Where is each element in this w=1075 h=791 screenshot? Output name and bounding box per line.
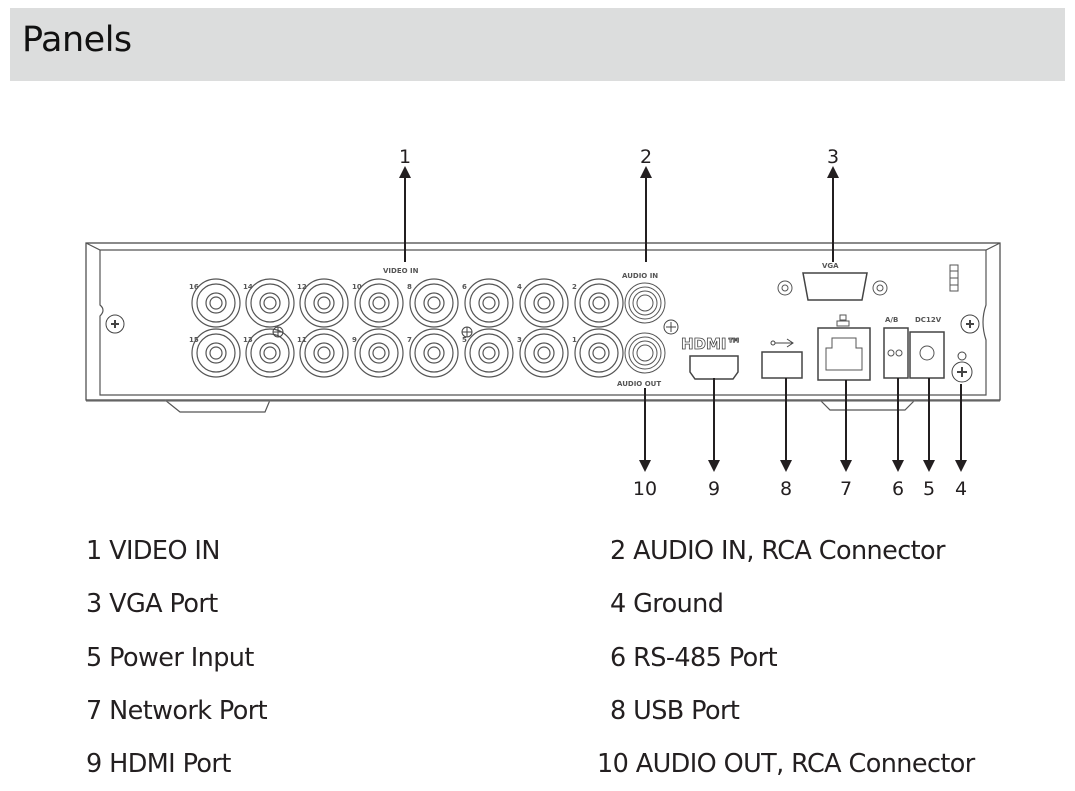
callout-number: 10 (633, 478, 657, 500)
bnc-connector: 14 (243, 278, 295, 328)
channel-number: 9 (352, 336, 357, 344)
audio-out-rca-connector (624, 332, 666, 374)
page-title: Panels (22, 20, 132, 60)
rs485-port (883, 327, 909, 379)
legend-item: 8 USB Port (610, 696, 740, 726)
callout-number: 8 (780, 478, 792, 500)
network-port (817, 327, 871, 381)
channel-number: 2 (572, 283, 577, 291)
channel-number: 7 (407, 336, 412, 344)
callout-number: 7 (840, 478, 852, 500)
ground-symbol-icon (663, 319, 679, 335)
bnc-connector: 4 (517, 278, 569, 328)
channel-number: 13 (243, 336, 253, 344)
audio-in-label: AUDIO IN (622, 272, 658, 280)
callout-number: 4 (955, 478, 967, 500)
legend-item: 7 Network Port (86, 696, 268, 726)
video-in-label: VIDEO IN (383, 267, 419, 275)
bnc-connector: 13 (243, 328, 295, 378)
channel-number: 14 (243, 283, 253, 291)
legend-item: 1 VIDEO IN (86, 536, 220, 566)
hdmi-port (689, 355, 739, 380)
vent-slot-icon (949, 264, 959, 292)
callout-number: 1 (399, 146, 411, 168)
channel-number: 4 (517, 283, 522, 291)
callout-number: 3 (827, 146, 839, 168)
bnc-connector: 7 (407, 328, 459, 378)
ground-screw-icon (951, 351, 973, 383)
callout-number: 2 (640, 146, 652, 168)
bnc-connector: 16 (189, 278, 241, 328)
bnc-connector: 10 (352, 278, 404, 328)
legend-item: 10 AUDIO OUT, RCA Connector (597, 749, 975, 779)
channel-number: 10 (352, 283, 362, 291)
bnc-connector: 6 (462, 278, 514, 328)
bnc-connector: 9 (352, 328, 404, 378)
bnc-connector: 11 (297, 328, 349, 378)
callout-number: 5 (923, 478, 935, 500)
rs485-label: A/B (885, 316, 898, 324)
channel-number: 8 (407, 283, 412, 291)
audio-in-rca-connector (624, 282, 666, 324)
bnc-connector: 3 (517, 328, 569, 378)
bnc-connector: 15 (189, 328, 241, 378)
channel-number: 11 (297, 336, 307, 344)
channel-number: 16 (189, 283, 199, 291)
legend-item: 2 AUDIO IN, RCA Connector (610, 536, 946, 566)
vga-port (802, 272, 868, 301)
channel-number: 15 (189, 336, 199, 344)
network-icon (836, 314, 850, 327)
usb-port (761, 351, 803, 379)
ground-symbol-icon (272, 326, 473, 338)
vga-label: VGA (822, 262, 839, 270)
bnc-connector: 12 (297, 278, 349, 328)
channel-number: 12 (297, 283, 307, 291)
callout-number: 6 (892, 478, 904, 500)
bnc-connector: 5 (462, 328, 514, 378)
mount-screw-right-icon (960, 314, 980, 334)
channel-number: 3 (517, 336, 522, 344)
bnc-connector: 8 (407, 278, 459, 328)
bnc-connector: 2 (572, 278, 624, 328)
power-port (909, 331, 945, 379)
chassis (85, 242, 1001, 413)
callout-number: 9 (708, 478, 720, 500)
video-in-bnc-connectors: 16 14 12 10 8 6 4 2 15 13 11 9 7 5 3 1 (189, 278, 624, 378)
legend-item: 4 Ground (610, 589, 724, 619)
legend-item: 5 Power Input (86, 643, 254, 673)
power-label: DC12V (915, 316, 942, 324)
channel-number: 1 (572, 336, 577, 344)
mount-screw-left-icon (105, 314, 125, 334)
callouts-top: 1 2 3 (399, 146, 839, 262)
channel-number: 5 (462, 336, 467, 344)
hdmi-label: HDMI™ (681, 335, 742, 353)
legend-item: 3 VGA Port (86, 589, 218, 619)
usb-icon (770, 338, 794, 348)
bnc-connector: 1 (572, 328, 624, 378)
legend-item: 9 HDMI Port (86, 749, 231, 779)
legend-item: 6 RS-485 Port (610, 643, 778, 673)
audio-out-label: AUDIO OUT (617, 380, 661, 388)
channel-number: 6 (462, 283, 467, 291)
section-header: Panels (10, 8, 1065, 81)
